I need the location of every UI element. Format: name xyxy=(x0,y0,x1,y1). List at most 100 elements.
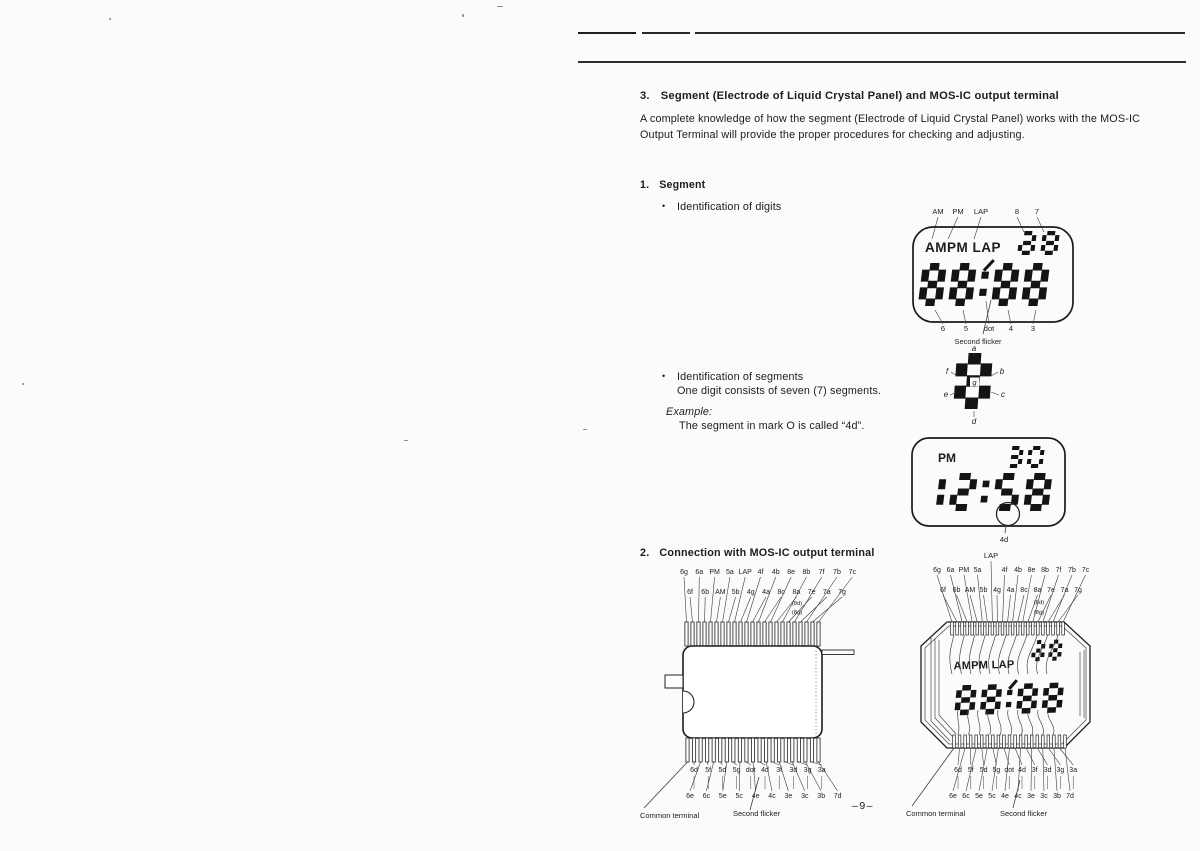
path-shape xyxy=(997,634,1007,675)
pin-label: 4e xyxy=(752,793,760,800)
pin-label: 3e xyxy=(785,793,793,800)
leader-line xyxy=(798,761,808,766)
second-flicker-label: Second flicker xyxy=(954,337,1002,346)
pin-label: 8c xyxy=(777,589,785,596)
panel-pin xyxy=(1005,621,1010,636)
pin-label: 7c xyxy=(1082,567,1090,574)
panel-pin xyxy=(1010,621,1015,636)
rect-shape xyxy=(1030,280,1041,289)
leader-line xyxy=(990,560,993,623)
g-shape xyxy=(991,263,1020,306)
rect-shape xyxy=(991,287,1001,300)
rect-shape xyxy=(1017,688,1024,697)
leader-line xyxy=(689,596,693,623)
rect-shape xyxy=(994,701,1001,710)
digit-callout: 5 xyxy=(964,324,968,333)
leader-line xyxy=(706,761,709,766)
rect-shape xyxy=(1053,245,1059,251)
rect-shape xyxy=(1031,688,1039,696)
rect-shape xyxy=(920,269,930,282)
path-shape xyxy=(1017,634,1028,675)
rect-shape xyxy=(1044,250,1053,255)
rect-shape xyxy=(1018,450,1024,455)
pin-label: 6f xyxy=(940,587,946,594)
rect-shape xyxy=(964,397,979,409)
rect-shape xyxy=(1023,683,1034,690)
pin-label: 4c xyxy=(1014,793,1022,800)
pin-label: 7g xyxy=(838,589,846,596)
lcd-pm-text: PM xyxy=(938,451,956,465)
rect-shape xyxy=(937,269,947,282)
subsection-2-heading: 2.Connection with MOS-IC output terminal xyxy=(640,547,875,559)
ic-pin xyxy=(711,737,716,763)
rect-shape xyxy=(935,287,945,300)
pin-label: 6b xyxy=(701,589,709,596)
ic-pin xyxy=(796,737,801,763)
leader-line xyxy=(720,761,723,766)
rect-shape xyxy=(1005,701,1012,708)
panel-pin xyxy=(1000,621,1005,636)
rect-shape xyxy=(1021,707,1031,714)
ic-pin xyxy=(809,737,814,763)
example-label: Example: xyxy=(666,406,713,418)
path-shape xyxy=(957,709,960,736)
scan-speck xyxy=(583,429,587,430)
path-shape xyxy=(997,709,1002,736)
path-shape xyxy=(938,640,957,735)
pin-label: 5d xyxy=(719,767,727,774)
leader-line xyxy=(1012,574,1019,623)
panel-pin xyxy=(1041,734,1045,749)
leader-line xyxy=(1047,594,1065,623)
rect-shape xyxy=(980,701,987,710)
pin-label: 3b xyxy=(1053,793,1061,800)
leader-line xyxy=(931,216,939,240)
g-shape xyxy=(948,263,977,306)
leader-line xyxy=(911,747,955,807)
leader-line xyxy=(818,761,838,792)
section-3-number: 3. xyxy=(640,90,650,102)
rect-shape xyxy=(1030,700,1038,709)
pin-note-8d: (8d) xyxy=(1034,600,1044,606)
leader-line xyxy=(956,594,968,623)
rect-shape xyxy=(927,280,938,289)
leader-line xyxy=(990,371,999,377)
section-3-title: Segment (Electrode of Liquid Crystal Pan… xyxy=(660,90,1059,102)
rect-shape xyxy=(1030,245,1036,251)
pin-label: 7b xyxy=(1068,567,1076,574)
pin-label: 4b xyxy=(772,569,780,576)
g-shape xyxy=(1023,473,1052,511)
pin-label: 5f xyxy=(705,767,711,774)
rect-shape xyxy=(1043,479,1052,490)
pin-label: 4c xyxy=(768,793,776,800)
path-shape xyxy=(1007,634,1017,675)
label: f xyxy=(946,367,949,376)
rect-shape xyxy=(981,271,990,279)
leader-line xyxy=(1004,747,1010,792)
digit-callout: dot xyxy=(984,324,995,333)
leader-line xyxy=(962,309,967,325)
pin-label: 6d xyxy=(690,767,698,774)
rect-shape xyxy=(1008,287,1018,300)
rect-shape xyxy=(1000,280,1011,289)
g-shape xyxy=(1041,682,1064,713)
pin-label: 3b xyxy=(817,793,825,800)
rect-shape xyxy=(1041,235,1047,241)
leader-line xyxy=(990,391,1000,396)
rect-shape xyxy=(1046,707,1057,713)
pin-label: 3d xyxy=(1044,767,1052,774)
panel-pin xyxy=(985,734,989,749)
rect-shape xyxy=(957,280,968,289)
leader-line xyxy=(759,761,766,766)
leader-line xyxy=(706,761,714,792)
leader-line xyxy=(991,747,999,792)
leader-line xyxy=(1042,747,1045,792)
rect-shape xyxy=(998,504,1011,511)
leader-line xyxy=(792,761,806,792)
leader-line xyxy=(1042,574,1059,623)
ic-pin xyxy=(792,621,797,647)
path-shape xyxy=(969,634,976,675)
leader-line xyxy=(969,594,978,623)
g-shape xyxy=(980,684,1002,715)
leader-line xyxy=(785,761,794,766)
